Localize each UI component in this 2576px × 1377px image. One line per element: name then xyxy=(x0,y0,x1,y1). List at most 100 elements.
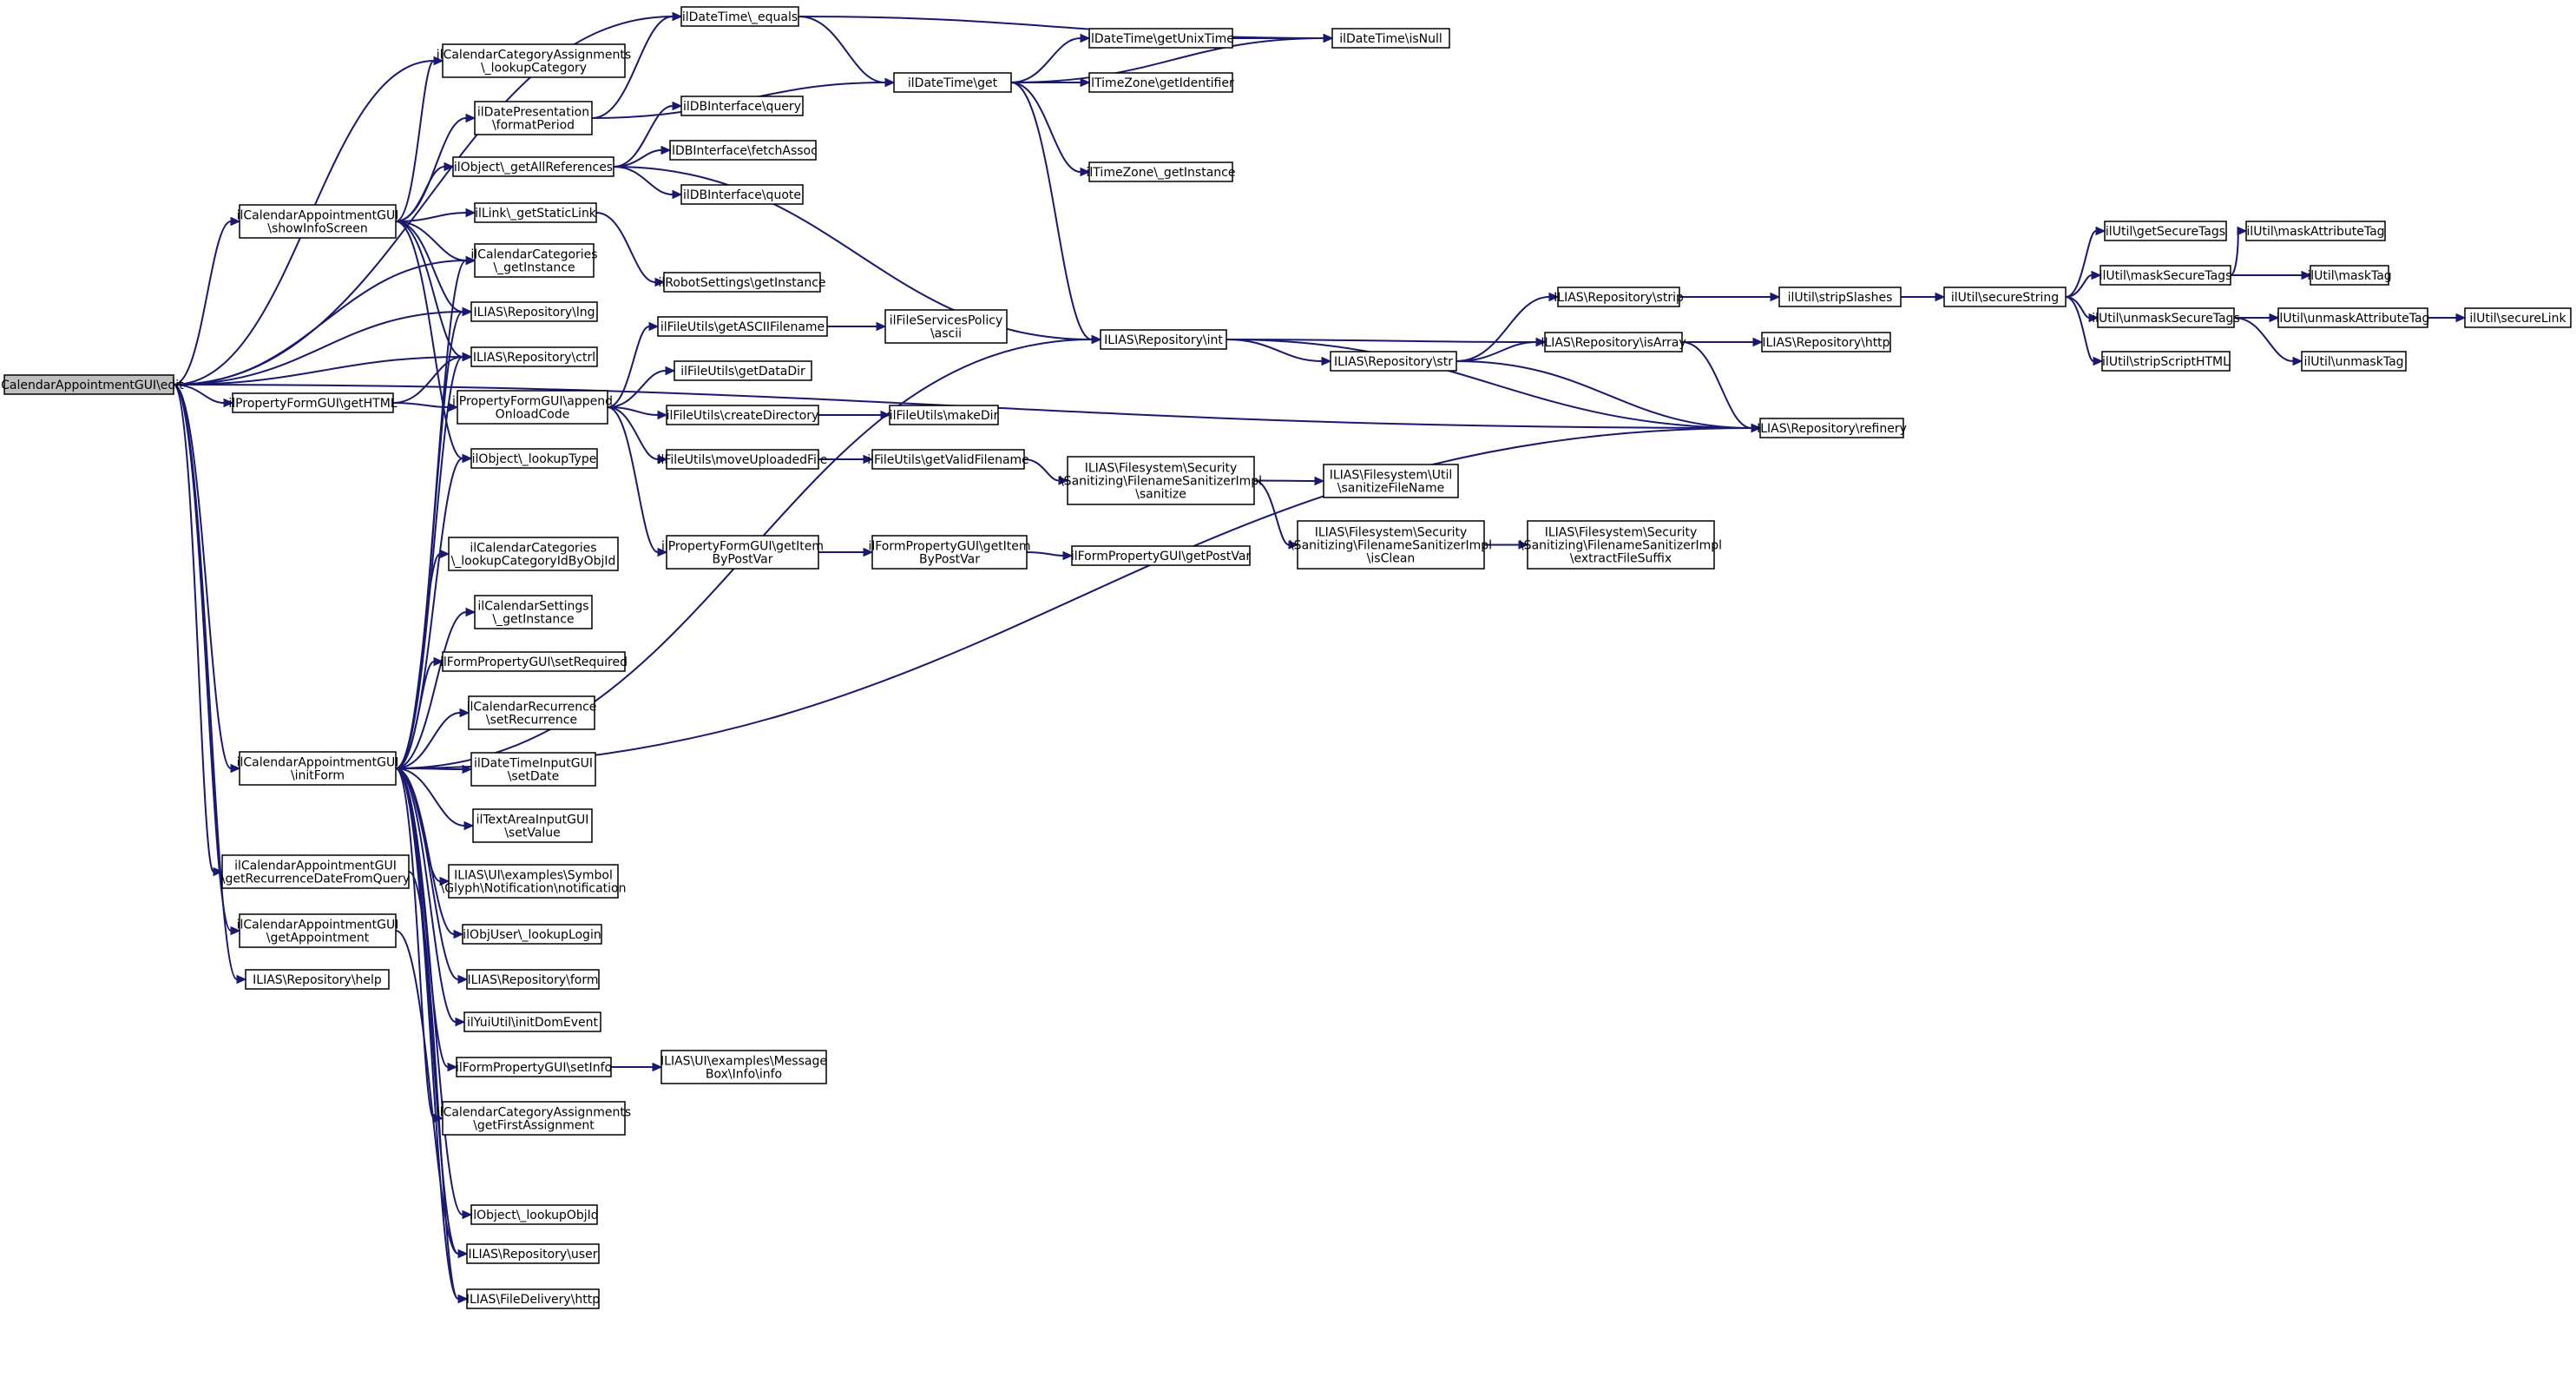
node-unmaskTag[interactable]: ilUtil\unmaskTag xyxy=(2301,351,2407,372)
node-getRecurrence[interactable]: ilCalendarAppointmentGUI\getRecurrenceDa… xyxy=(221,854,410,889)
node-getSecureTags[interactable]: ilUtil\getSecureTags xyxy=(2104,221,2227,241)
node-extractSuffix[interactable]: ILIAS\Filesystem\Security\Sanitizing\Fil… xyxy=(1520,520,1722,570)
arrowhead xyxy=(672,189,683,200)
arrowhead xyxy=(672,11,683,22)
node-repoInt[interactable]: ILIAS\Repository\int xyxy=(1100,329,1227,350)
node-getAppointment[interactable]: ilCalendarAppointmentGUI\getAppointment xyxy=(237,913,399,948)
node-catAssignLookup[interactable]: ilCalendarCategoryAssignments\_lookupCat… xyxy=(437,43,631,78)
node-calSettings[interactable]: ilCalendarSettings\_getInstance xyxy=(474,595,593,629)
node-box xyxy=(1323,464,1459,498)
node-maskTag[interactable]: ilUtil\maskTag xyxy=(2307,265,2392,286)
node-sanitize[interactable]: ILIAS\Filesystem\Security\Sanitizing\Fil… xyxy=(1060,456,1262,505)
node-box xyxy=(442,1101,626,1136)
node-moveUploaded[interactable]: ilFileUtils\moveUploadedFile xyxy=(658,449,828,470)
node-staticLink[interactable]: ilLink\_getStaticLink xyxy=(474,202,597,223)
node-edit[interactable]: ilCalendarAppointmentGUI\edit xyxy=(0,374,184,395)
node-box xyxy=(466,969,600,990)
node-unmaskAttrTag[interactable]: ilUtil\unmaskAttributeTag xyxy=(2277,307,2430,328)
node-repoHelp[interactable]: ILIAS\Repository\help xyxy=(245,969,390,990)
node-dtUnix[interactable]: ilDateTime\getUnixTime xyxy=(1088,28,1234,49)
node-label: ILIAS\Filesystem\Security xyxy=(1085,462,1238,476)
arrowhead xyxy=(1323,33,1334,43)
node-label: \setDate xyxy=(508,770,560,784)
node-repoRefinery[interactable]: ILIAS\Repository\refinery xyxy=(1757,418,1907,438)
node-robotSettings[interactable]: ilRobotSettings\getInstance xyxy=(658,272,826,293)
node-label: ILIAS\Repository\str xyxy=(1334,355,1453,369)
node-repoStr[interactable]: ILIAS\Repository\str xyxy=(1330,351,1457,372)
edge-formItemPost-to-getPostVar xyxy=(1026,551,1064,557)
node-makeDir[interactable]: ilFileUtils\makeDir xyxy=(889,405,999,425)
node-dtEquals[interactable]: ilDateTime\_equals xyxy=(680,6,799,27)
node-setDate[interactable]: ilDateTimeInputGUI\setDate xyxy=(470,752,596,787)
node-secureString[interactable]: ilUtil\secureString xyxy=(1943,287,2067,307)
node-getDataDir[interactable]: ilFileUtils\getDataDir xyxy=(674,360,812,381)
node-setRecurrence[interactable]: ilCalendarRecurrence\setRecurrence xyxy=(467,695,597,730)
node-repoIsArray[interactable]: ILIAS\Repository\isArray xyxy=(1541,332,1686,352)
node-tzInstance[interactable]: ilTimeZone\_getInstance xyxy=(1087,161,1236,182)
node-label: ILIAS\Filesystem\Security xyxy=(1315,526,1468,540)
node-getPostVar[interactable]: ilFormPropertyGUI\getPostVar xyxy=(1071,545,1252,566)
node-dbQuery[interactable]: ilDBInterface\query xyxy=(680,96,804,116)
node-initDomEvent[interactable]: ilYuiUtil\initDomEvent xyxy=(463,1011,601,1032)
node-label: \_getInstance xyxy=(492,613,574,627)
node-dbQuote[interactable]: ilDBInterface\quote xyxy=(680,184,804,205)
node-tzIdent[interactable]: ilTimeZone\getIdentifier xyxy=(1088,72,1234,93)
node-box xyxy=(2101,351,2231,372)
node-getHTML[interactable]: ilPropertyFormGUI\getHTML xyxy=(228,392,398,413)
node-showInfo[interactable]: ilCalendarAppointmentGUI\showInfoScreen xyxy=(237,204,399,239)
node-secureLink[interactable]: ilUtil\secureLink xyxy=(2464,307,2572,328)
node-label: \setRecurrence xyxy=(486,714,577,728)
arrowhead xyxy=(444,161,455,172)
node-repoLng[interactable]: ILIAS\Repository\lng xyxy=(470,301,598,322)
node-repoStrip[interactable]: ILIAS\Repository\strip xyxy=(1554,287,1684,307)
edge-dtEquals-to-dtIsNull xyxy=(798,16,1324,39)
node-fileDelivery[interactable]: ILIAS\FileDelivery\http xyxy=(466,1288,600,1309)
node-fsAscii[interactable]: ilFileServicesPolicy\ascii xyxy=(884,309,1008,344)
node-getAllRefs[interactable]: ilObject\_getAllReferences xyxy=(452,156,614,177)
node-label: ilDateTime\isNull xyxy=(1339,32,1442,46)
node-sanitizeFN[interactable]: ILIAS\Filesystem\Util\sanitizeFileName xyxy=(1323,464,1459,498)
node-label: ilFileServicesPolicy xyxy=(890,314,1003,328)
node-lookupCatId[interactable]: ilCalendarCategories\_lookupCategoryIdBy… xyxy=(448,537,619,571)
node-isClean[interactable]: ILIAS\Filesystem\Security\Sanitizing\Fil… xyxy=(1290,520,1492,570)
node-repoHttp[interactable]: ILIAS\Repository\http xyxy=(1761,332,1891,352)
node-stripSlashes[interactable]: ilUtil\stripSlashes xyxy=(1778,287,1902,307)
arrowhead xyxy=(213,866,224,877)
node-asciiFilename[interactable]: ilFileUtils\getASCIIFilename xyxy=(657,316,828,337)
node-dbFetch[interactable]: ilDBInterface\fetchAssoc xyxy=(668,140,818,161)
node-box xyxy=(1761,332,1891,352)
node-setInfo[interactable]: ilFormPropertyGUI\setInfo xyxy=(456,1057,612,1077)
node-lookupLogin[interactable]: ilObjUser\_lookupLogin xyxy=(462,924,602,945)
edge-initForm-to-lookupType xyxy=(395,458,463,769)
node-box xyxy=(666,449,819,470)
node-maskAttrTag[interactable]: ilUtil\maskAttributeTag xyxy=(2245,221,2386,241)
arrowhead xyxy=(880,410,891,420)
arrowhead xyxy=(465,255,476,266)
node-datePresentation[interactable]: ilDatePresentation\formatPeriod xyxy=(474,101,593,135)
node-calCatInstance[interactable]: ilCalendarCategories\_getInstance xyxy=(470,243,598,278)
node-dtGet[interactable]: ilDateTime\get xyxy=(893,72,1012,93)
node-initForm[interactable]: ilCalendarAppointmentGUI\initForm xyxy=(237,751,399,786)
node-maskSecureTags[interactable]: ilUtil\maskSecureTags xyxy=(2100,265,2232,286)
node-stripScript[interactable]: ilUtil\stripScriptHTML xyxy=(2101,351,2231,372)
node-repoUser[interactable]: ILIAS\Repository\user xyxy=(466,1243,600,1264)
edge-edit-to-showInfo xyxy=(173,221,232,385)
node-notification[interactable]: ILIAS\UI\examples\Symbol\Glyph\Notificat… xyxy=(441,864,627,899)
edge-secureString-to-stripScript xyxy=(2065,296,2094,362)
node-setValue[interactable]: ilTextAreaInputGUI\setValue xyxy=(472,808,593,843)
node-validFilename[interactable]: ilFileUtils\getValidFilename xyxy=(867,449,1029,470)
node-setRequired[interactable]: ilFormPropertyGUI\setRequired xyxy=(440,651,628,672)
node-firstAssign[interactable]: ilCalendarCategoryAssignments\getFirstAs… xyxy=(437,1101,631,1136)
node-repoCtrl[interactable]: ILIAS\Repository\ctrl xyxy=(470,346,598,367)
node-createDir[interactable]: ilFileUtils\createDirectory xyxy=(666,405,819,425)
node-label: \_getInstance xyxy=(493,261,575,275)
node-repoForm[interactable]: ILIAS\Repository\form xyxy=(466,969,600,990)
node-dtIsNull[interactable]: ilDateTime\isNull xyxy=(1331,28,1450,49)
node-unmaskSecureTags[interactable]: ilUtil\unmaskSecureTags xyxy=(2092,307,2240,328)
node-lookupType[interactable]: ilObject\_lookupType xyxy=(470,448,598,469)
node-lookupObjId[interactable]: ilObject\_lookupObjId xyxy=(470,1204,599,1225)
